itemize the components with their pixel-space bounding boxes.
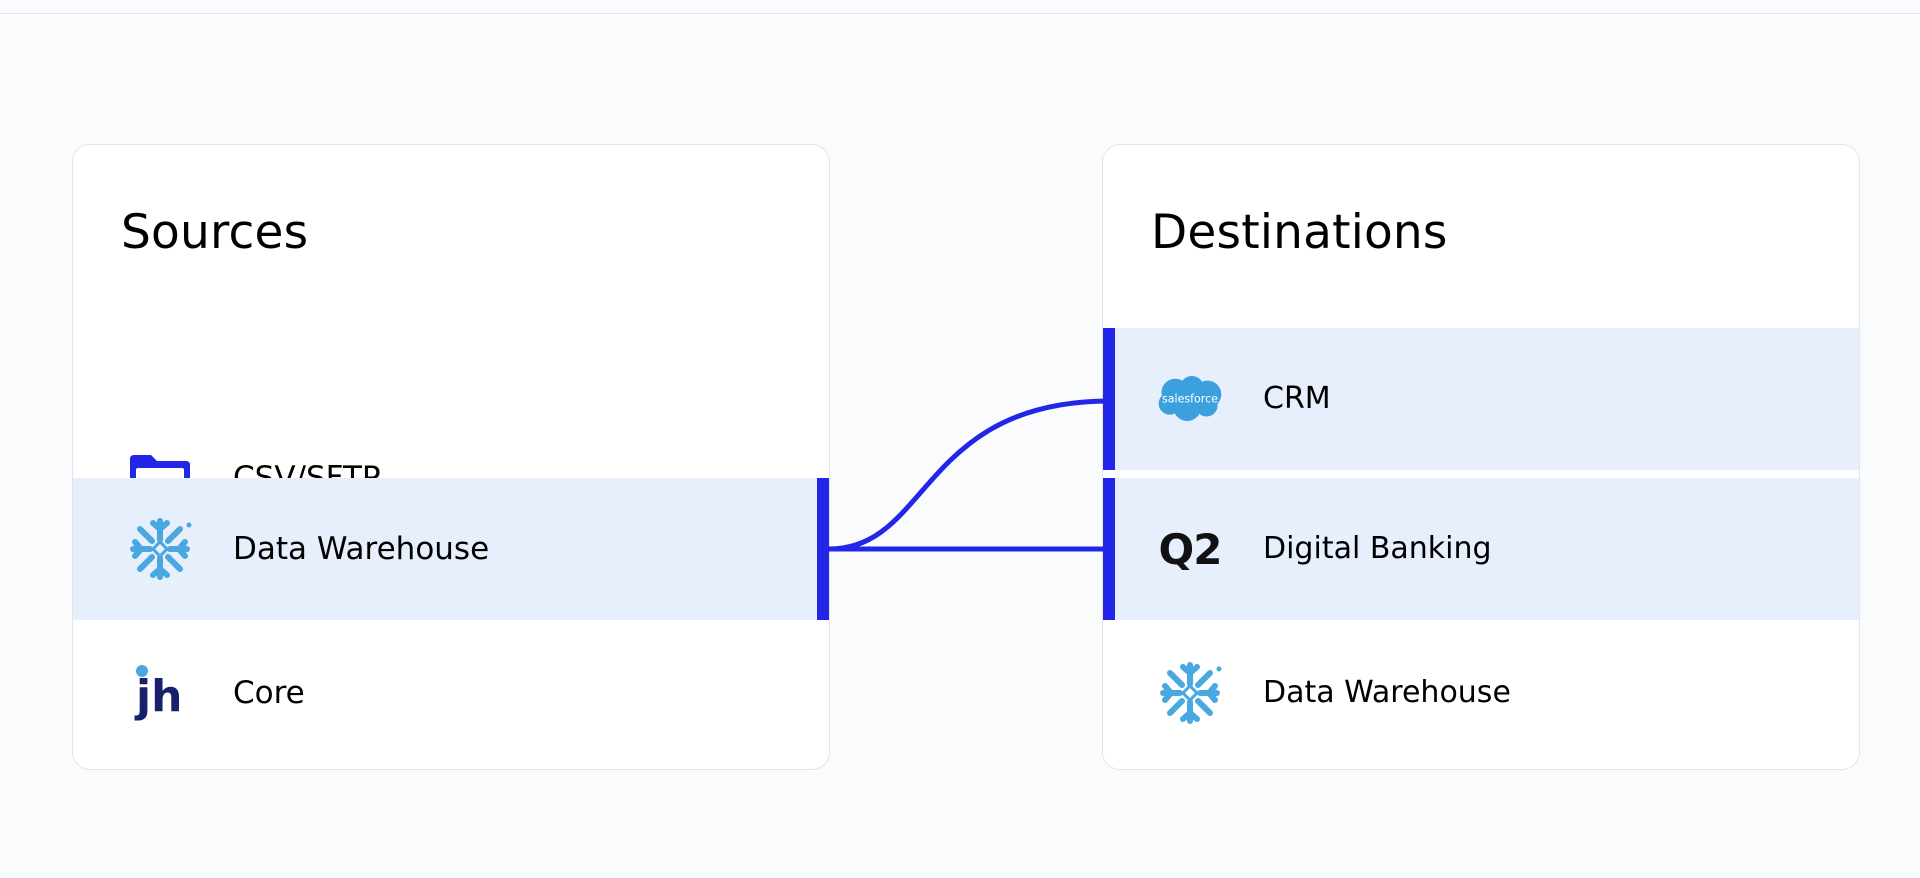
jack-henry-logo: jh bbox=[125, 661, 195, 725]
destination-item-crm[interactable]: salesforce CRM bbox=[1103, 328, 1859, 470]
destination-item-digital-banking[interactable]: Q2 Digital Banking bbox=[1103, 478, 1859, 620]
source-item-label: Core bbox=[233, 675, 305, 711]
destination-item-label: CRM bbox=[1263, 381, 1331, 416]
snowflake-icon bbox=[125, 517, 195, 581]
destination-item-data-warehouse[interactable]: Data Warehouse bbox=[1103, 622, 1859, 764]
snowflake-icon bbox=[1155, 661, 1225, 725]
source-item-core[interactable]: jh Core bbox=[73, 622, 829, 764]
svg-text:jh: jh bbox=[134, 671, 182, 722]
destination-item-label: Data Warehouse bbox=[1263, 675, 1511, 710]
selection-connector-handle[interactable] bbox=[1103, 328, 1115, 470]
source-item-data-warehouse[interactable]: Data Warehouse bbox=[73, 478, 829, 620]
sources-panel: Sources CSV/SFTP bbox=[72, 144, 830, 770]
salesforce-logo: salesforce bbox=[1155, 367, 1225, 431]
connector-data-warehouse-to-crm bbox=[828, 398, 1111, 552]
destination-item-label: Digital Banking bbox=[1263, 531, 1492, 566]
source-item-label: Data Warehouse bbox=[233, 531, 490, 567]
svg-text:salesforce: salesforce bbox=[1162, 393, 1218, 406]
selection-connector-handle[interactable] bbox=[817, 478, 829, 620]
selection-connector-handle[interactable] bbox=[1103, 478, 1115, 620]
destinations-title: Destinations bbox=[1151, 205, 1448, 260]
q2-logo: Q2 bbox=[1158, 524, 1223, 574]
destinations-panel: Destinations salesforce CRM Q2 Digital bbox=[1102, 144, 1860, 770]
top-divider bbox=[0, 0, 1920, 14]
sources-title: Sources bbox=[121, 205, 309, 260]
